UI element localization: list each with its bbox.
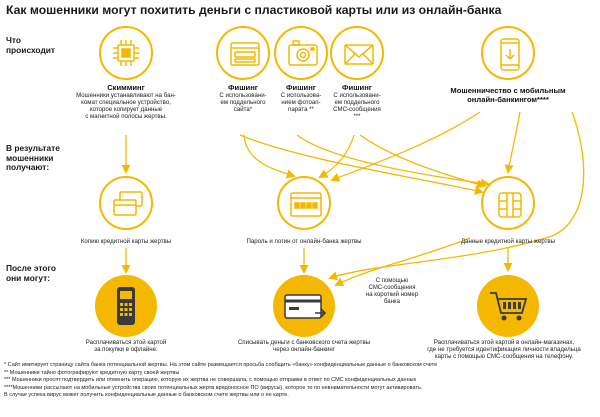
arrow-mobile-to-card-data [504, 111, 521, 174]
method-mobile-banking: Мошенничество с мобильным онлайн-банкинг… [450, 86, 566, 104]
footnote-3: *** Мошенники просят подтвердить или отм… [4, 377, 417, 384]
pos-terminal-icon [117, 287, 135, 325]
smartphone-icon [500, 38, 520, 71]
arrow-card-data-to-transfer [334, 237, 471, 286]
footnote-2: ** Мошенники тайно фотографируют кредитн… [4, 369, 180, 376]
website-icon-circle [216, 26, 270, 80]
smartphone-icon-circle [481, 26, 535, 80]
card-chip-icon-circle [481, 176, 535, 230]
arrow-mobile-to-login [330, 111, 481, 182]
arrow-site-to-card-data [239, 134, 484, 195]
pos-terminal-icon-circle [95, 275, 157, 337]
password-icon [290, 192, 322, 217]
page-title: Как мошенники могут похитить деньги с пл… [6, 3, 502, 17]
action-online-shops: Расплачиваться этой картой в онлайн-мага… [427, 339, 581, 361]
footnotes: * Сайт имитирует страницу сайта банка по… [4, 362, 598, 400]
footnote-5: В случае успеха вирус может получить кон… [4, 392, 289, 399]
envelope-icon-circle [330, 26, 384, 80]
arrow-sms-to-login [318, 134, 355, 178]
chip-icon [113, 40, 139, 66]
footnote-4: ****Мошенники рассылают на мобильные уст… [4, 384, 423, 391]
arrow-site-to-login [243, 134, 296, 179]
website-icon [230, 42, 260, 66]
credit-cards-icon-circle [99, 176, 153, 230]
chip-icon-circle [99, 26, 153, 80]
result-card-copy: Копию кредитной карты жертвы [80, 238, 172, 245]
card-payment-icon [284, 294, 327, 319]
camera-icon-circle [274, 26, 328, 80]
arrow-sms-to-card-data [359, 134, 486, 189]
card-payment-icon-circle [273, 275, 335, 337]
footnote-1: * Сайт имитирует страницу сайта банка по… [4, 362, 438, 368]
method-skimming: Скимминг Мошенники устанавливают на бан-… [76, 83, 176, 121]
method-phishing-camera: Фишинг С использова- нием фотоап- парата… [280, 83, 322, 114]
action-offline: Расплачиваться этой картой за покупки в … [85, 339, 167, 354]
result-card-data: Данные кредитной карты жертвы [460, 238, 556, 245]
password-icon-circle [277, 176, 331, 230]
camera-icon [288, 40, 318, 66]
action-transfer: Списывать деньги с банковского счета жер… [237, 339, 371, 354]
arrow-mobile-to-transfer [328, 111, 585, 281]
result-login: Пароль и логин от онлайн-банка жертвы [246, 238, 362, 245]
method-phishing-sms: Фишинг С использовани- ем поддельного СМ… [333, 83, 381, 121]
envelope-icon [344, 44, 374, 65]
method-phishing-site: Фишинг С использовани- ем поддельного са… [219, 83, 267, 114]
action-sms-note: С помощью СМС-сообщения на короткий номе… [365, 278, 419, 305]
shopping-cart-icon [490, 292, 528, 321]
arrow-camera-to-card-data [296, 134, 490, 188]
shopping-cart-icon-circle [477, 275, 539, 337]
card-chip-icon [498, 192, 522, 218]
credit-cards-icon [113, 191, 143, 216]
